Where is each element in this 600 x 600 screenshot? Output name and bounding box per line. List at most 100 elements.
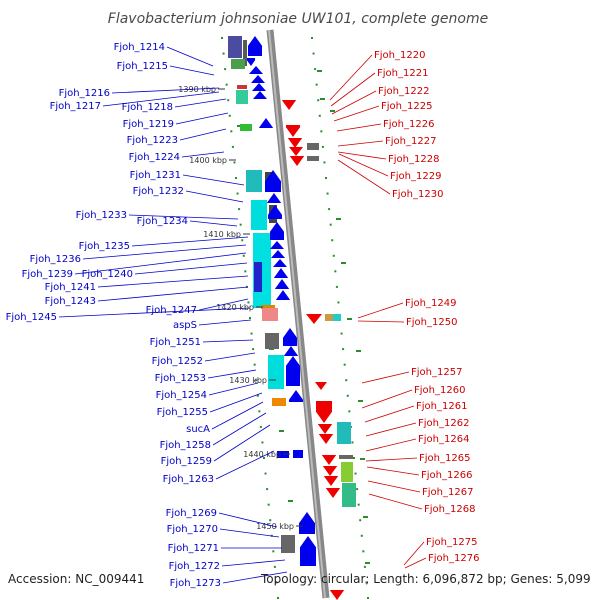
gc-dot-inner [266,488,269,491]
left-leader-line [166,46,214,67]
reverse-gene [289,147,303,156]
gc-dash [288,500,293,502]
right-gene-label: Fjoh_1227 [385,136,436,147]
right-gene-label: Fjoh_1264 [418,434,469,445]
cog-box [339,455,353,459]
left-gene-label: Fjoh_1243 [45,296,96,307]
gc-dash [365,562,370,564]
gc-dash [360,458,365,460]
right-gene-label: Fjoh_1228 [388,154,439,165]
backbone-group [266,29,330,599]
left-leader-line [222,571,288,584]
left-gene-label: Fjoh_1240 [82,269,133,280]
reverse-gene [330,590,344,600]
gc-dot-inner [249,317,251,319]
cog-box [228,36,242,58]
cog-box [246,170,262,192]
right-leader-line [365,422,417,437]
right-leader-line [337,151,387,160]
cog-box [262,308,278,321]
map-title: Flavobacterium johnsoniae UW101, complet… [108,11,488,27]
left-gene-label: Fjoh_1271 [168,543,219,554]
left-leader-line [202,339,254,343]
gc-dot-outer [326,192,329,195]
gc-dot-inner [238,208,241,211]
left-leader-line [131,236,249,247]
left-leader-line [181,151,225,158]
cog-box [337,422,351,444]
reverse-gene [326,488,340,498]
gc-dot-inner [247,301,250,304]
cog-box [261,305,275,309]
gc-dot-inner [256,394,259,397]
cog-box [237,85,247,89]
left-leader-line [221,559,286,567]
gc-dash [317,70,322,72]
cog-box [236,90,248,104]
left-gene-label: Fjoh_1273 [170,578,221,589]
reverse-gene [323,466,337,476]
reverse-gene [315,382,327,390]
left-leader-line [189,220,238,227]
gc-dash [363,516,368,518]
left-gene-label: Fjoh_1269 [166,508,217,519]
right-leader-line [337,140,384,147]
gc-dot-inner [222,52,225,55]
cog-box [333,314,341,321]
left-gene-label: Fjoh_1231 [130,170,181,181]
tick-label: 1430 kbp [229,376,267,385]
forward-gene [248,36,262,56]
gc-dot-inner [255,379,258,382]
left-leader-line [215,450,275,480]
gc-dot-outer [351,441,354,444]
right-leader-line [365,457,418,462]
right-gene-label: Fjoh_1268 [424,504,475,515]
left-leader-line [198,298,249,311]
forward-gene [289,390,303,402]
right-leader-line [357,320,405,323]
right-leader-line [338,153,389,177]
gene-features [228,36,356,600]
left-leader-line [185,190,244,203]
gc-dot-inner [244,270,247,273]
gc-dot-inner [267,503,270,506]
gc-dash [341,262,346,264]
gc-dot-outer [329,223,332,226]
right-gene-label: Fjoh_1276 [428,553,479,564]
left-gene-label: Fjoh_1241 [45,282,96,293]
gc-dot-inner [236,192,239,195]
gc-dot-outer [359,519,362,522]
cog-box [272,398,286,406]
right-leader-line [357,302,404,319]
reverse-gene [316,401,332,423]
left-gene-label: Fjoh_1219 [123,119,174,130]
gc-dot-outer [365,581,368,584]
reverse-gene [306,314,322,324]
forward-gene [271,250,285,258]
gc-dot-outer [354,472,357,475]
gc-dot-outer [317,99,320,102]
right-gene-label: Fjoh_1266 [421,470,472,481]
forward-gene [283,328,297,346]
gc-dot-inner [221,37,223,39]
gc-dot-inner [263,457,265,459]
gc-dot-outer [345,379,348,382]
right-leader-line [336,123,382,132]
accession-text: Accession: NC_009441 [8,572,145,586]
left-leader-line [111,87,220,94]
left-gene-label: Fjoh_1234 [137,216,188,227]
gc-dot-outer [346,394,349,397]
gc-dot-outer [311,37,313,39]
forward-gene [270,222,284,240]
forward-gene [293,450,303,458]
left-leader-line [58,307,251,318]
right-leader-line [368,493,423,510]
reverse-gene [324,476,338,486]
right-gene-label: Fjoh_1250 [406,317,457,328]
gc-dot-outer [328,208,331,211]
gc-dot-outer [334,270,337,273]
forward-gene [268,205,282,219]
gc-dot-inner [273,565,276,568]
